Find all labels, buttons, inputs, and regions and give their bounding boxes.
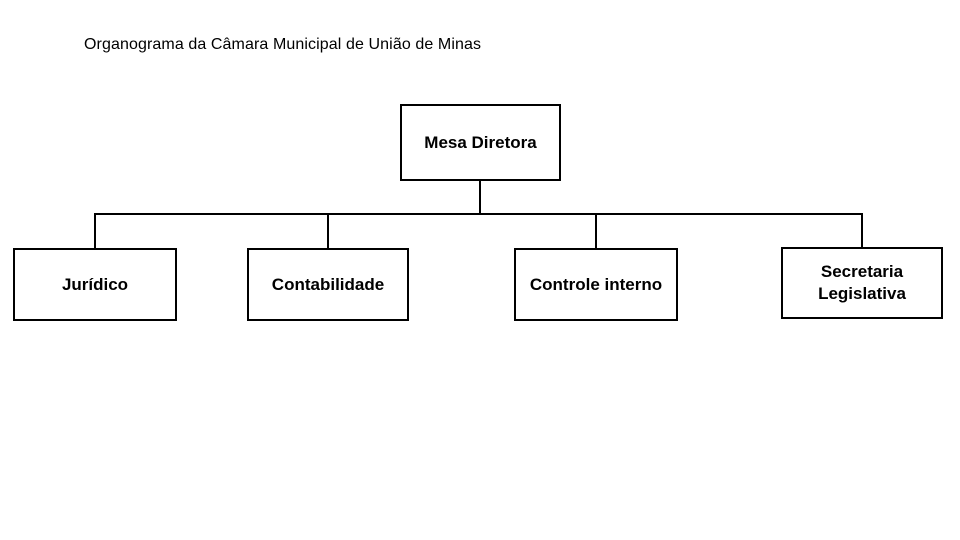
diagram-title: Organograma da Câmara Municipal de União… bbox=[84, 36, 482, 53]
org-node-secretaria-legislativa: Secretaria Legislativa bbox=[781, 247, 943, 319]
org-node-controle-interno: Controle interno bbox=[514, 248, 678, 321]
org-node-mesa-diretora: Mesa Diretora bbox=[400, 104, 561, 181]
org-node-juridico: Jurídico bbox=[13, 248, 177, 321]
org-node-label: Contabilidade bbox=[271, 274, 385, 294]
org-node-label: Jurídico bbox=[61, 274, 129, 294]
org-node-label: Mesa Diretora bbox=[424, 132, 537, 152]
org-node-label: Secretaria Legislativa bbox=[818, 262, 906, 303]
org-node-contabilidade: Contabilidade bbox=[247, 248, 409, 321]
org-node-label: Controle interno bbox=[529, 274, 663, 294]
